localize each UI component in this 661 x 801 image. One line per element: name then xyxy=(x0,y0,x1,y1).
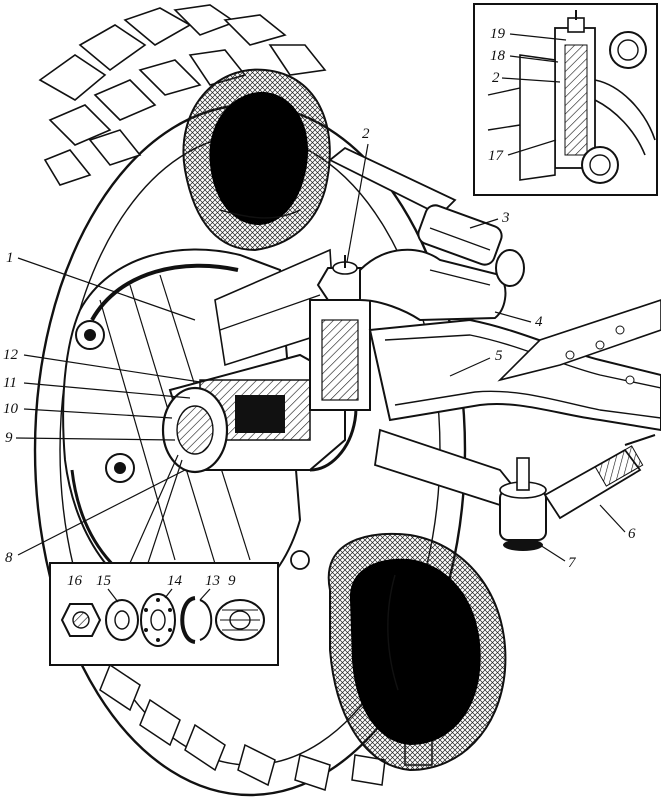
tie-rod xyxy=(328,146,525,287)
axle-beam xyxy=(368,299,661,432)
inset-label-19: 19 xyxy=(490,26,506,42)
label-9: 9 xyxy=(5,430,13,446)
part-retaining-ring xyxy=(180,596,213,644)
inset-kingpin-detail: 19 18 2 17 xyxy=(473,3,658,196)
part-lock-washer xyxy=(105,599,139,641)
ball-joint xyxy=(499,457,547,551)
label-10: 10 xyxy=(3,401,19,417)
label-7: 7 xyxy=(568,555,577,571)
label-3: 3 xyxy=(501,210,510,226)
label-2: 2 xyxy=(362,126,370,142)
inset-label-2: 2 xyxy=(492,70,500,86)
inset-label-16: 16 xyxy=(67,573,83,589)
wheel-bolt-upper xyxy=(75,320,105,350)
tire-section-bottom xyxy=(327,532,507,772)
hub-assembly xyxy=(161,248,358,474)
inset-label-9: 9 xyxy=(228,573,236,589)
inset-label-17: 17 xyxy=(488,148,505,164)
tread-lugs xyxy=(38,4,327,186)
drag-link xyxy=(543,434,656,520)
frame-rail xyxy=(497,299,661,385)
part-nut xyxy=(60,603,102,637)
label-6: 6 xyxy=(628,526,636,542)
wheel-bolt-lower xyxy=(105,453,135,483)
tire xyxy=(33,4,467,797)
inset-label-13: 13 xyxy=(205,573,220,589)
wheel-bolt-bottom xyxy=(290,550,310,570)
inset-exploded-parts: 16 15 14 13 9 xyxy=(49,562,279,666)
callout-labels: 1 2 3 4 5 6 7 8 9 10 11 12 xyxy=(3,126,636,571)
label-4: 4 xyxy=(535,314,543,330)
label-8: 8 xyxy=(5,550,13,566)
label-12: 12 xyxy=(3,347,19,363)
part-threaded-bushing xyxy=(215,599,265,641)
inset-label-18: 18 xyxy=(490,48,506,64)
lower-steering-link xyxy=(374,428,547,551)
kingpin-housing xyxy=(309,255,374,411)
tire-section-top xyxy=(182,68,331,252)
steering-arm xyxy=(359,248,507,322)
label-11: 11 xyxy=(3,375,17,391)
inset-label-15: 15 xyxy=(96,573,112,589)
label-1: 1 xyxy=(6,250,14,266)
inset-label-14: 14 xyxy=(167,573,183,589)
part-flange-plate xyxy=(140,593,176,647)
label-5: 5 xyxy=(495,348,503,364)
